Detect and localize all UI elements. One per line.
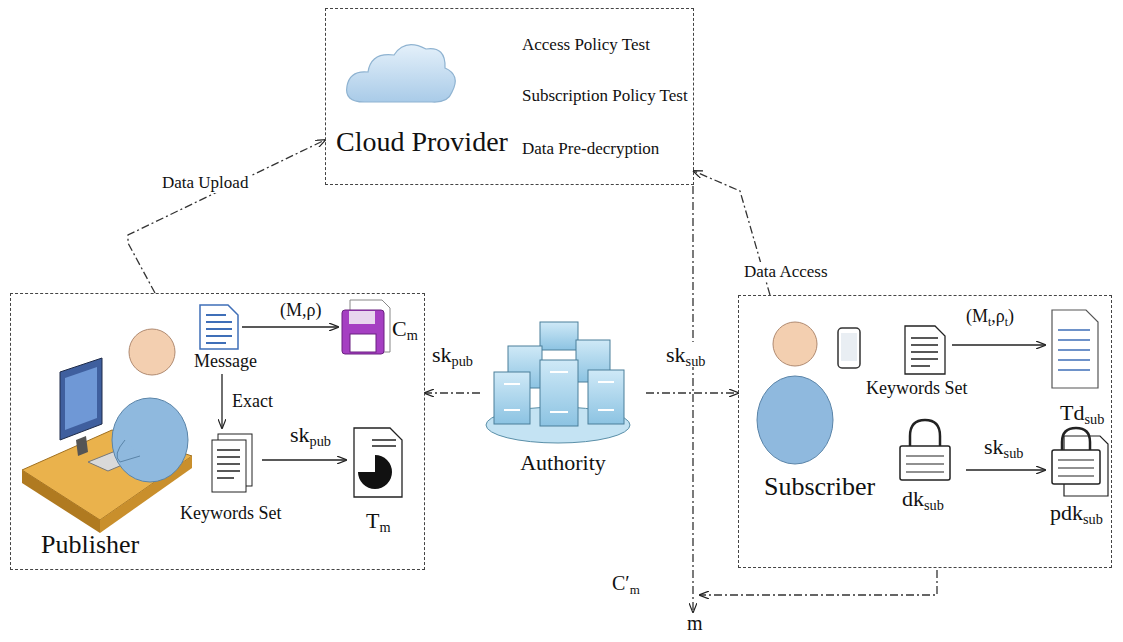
node-title: Cloud Provider [336, 126, 508, 158]
label: Tm [366, 508, 391, 533]
node-title: Subscriber [764, 472, 875, 502]
keywords-icon [212, 434, 252, 492]
edge-label: Data Access [742, 262, 830, 282]
label: pdksub [1050, 500, 1103, 525]
label: Cm [392, 316, 418, 341]
message-icon [200, 305, 238, 349]
label: Message [194, 351, 257, 372]
node-text: Data Pre-decryption [522, 139, 659, 159]
label: (M,ρ) [280, 300, 321, 321]
label: dksub [902, 486, 944, 511]
node-text: Subscription Policy Test [522, 86, 688, 106]
edge-label: skpub [430, 342, 475, 367]
edge-label: Data Upload [160, 173, 250, 193]
label: Keywords Set [180, 503, 282, 524]
node-title: Publisher [41, 530, 139, 560]
cloud-icon [347, 45, 456, 102]
arrow [262, 459, 346, 460]
flow-line [700, 570, 937, 595]
arrow [242, 326, 338, 327]
lock-icon [900, 420, 950, 480]
keywords-icon [905, 326, 945, 374]
label: skpub [290, 422, 331, 447]
trapdoor-icon [1052, 310, 1098, 388]
publisher-figure [22, 329, 192, 533]
cloud-provider-box: Cloud Provider Access Policy TestSubscrip… [325, 8, 694, 185]
flow-line [692, 186, 693, 612]
edge-label: sksub [664, 342, 707, 367]
disk-icon [342, 300, 390, 354]
label: m [687, 612, 703, 635]
authority-node: Authority [480, 318, 646, 486]
label: C′m [612, 572, 640, 595]
server-icon [486, 322, 630, 443]
connector [128, 140, 325, 293]
publisher-box: Publisher [10, 293, 425, 570]
arrow [952, 344, 1045, 345]
connector [646, 392, 738, 393]
label: Exact [232, 391, 273, 412]
node-text: Access Policy Test [522, 35, 650, 55]
label: sksub [984, 434, 1023, 459]
arrow [966, 469, 1045, 470]
label: (Mt,ρt) [966, 306, 1014, 327]
connector [425, 392, 480, 393]
label: Tdsub [1060, 400, 1104, 425]
token-icon [354, 428, 402, 497]
node-title: Authority [480, 450, 646, 475]
label: Keywords Set [866, 378, 968, 399]
subscriber-figure [757, 322, 860, 464]
subscriber-box: Subscriber [738, 295, 1112, 568]
arrow [221, 374, 222, 428]
lock-icon [1052, 428, 1108, 496]
